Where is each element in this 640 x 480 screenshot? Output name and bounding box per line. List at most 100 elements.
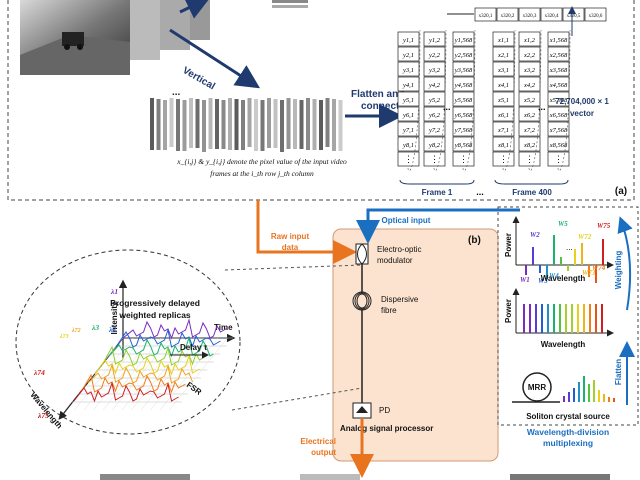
horizontal-strips bbox=[272, 0, 308, 8]
weighted-spectrum: W1W2W3W4W5W72W73W74W75... bbox=[512, 216, 614, 285]
frame-wheel-2 bbox=[77, 44, 83, 50]
matrix-cell-text: x7,2 bbox=[523, 127, 536, 134]
lambda-label: λ74 bbox=[33, 368, 45, 377]
vector-size: 72,704,000 × 1 bbox=[555, 97, 609, 106]
matrix-cell bbox=[492, 31, 515, 47]
caption-line-2: frames at the i_th row j_th column bbox=[210, 169, 314, 178]
column-connector bbox=[557, 29, 571, 171]
matrix-cell-text: x8,568 bbox=[549, 142, 568, 149]
fibre-label-1: Dispersive bbox=[381, 295, 419, 304]
caption-line-1: x_{i,j} & y_{i,j} denote the pixel value… bbox=[176, 157, 347, 166]
pd-diode bbox=[356, 406, 368, 413]
matrix-cell bbox=[492, 46, 515, 62]
lambda-label-small: λ73 bbox=[59, 334, 69, 340]
panel-b: (b) Raw input data Optical input Electro… bbox=[224, 200, 520, 478]
replica-trace bbox=[122, 318, 228, 340]
column-connector bbox=[462, 29, 476, 171]
frame-road bbox=[20, 35, 130, 75]
column-connector bbox=[433, 29, 447, 171]
modulator-arms bbox=[357, 243, 367, 265]
vertical-strip bbox=[247, 98, 252, 147]
coil-ring-2 bbox=[354, 292, 370, 310]
column-ellipsis-2: ... bbox=[538, 102, 546, 112]
vertical-strip bbox=[202, 100, 206, 152]
matrix-cell-text: y5,1 bbox=[402, 97, 414, 104]
top-row-cell-text: x320,2 bbox=[501, 14, 515, 19]
matrix-cell bbox=[397, 106, 420, 122]
matrix-cell bbox=[492, 121, 515, 137]
power-label-1: Power bbox=[504, 233, 513, 257]
top-row-cell-text: x320,6 bbox=[589, 14, 603, 19]
flatten-label: Flatten bbox=[614, 359, 623, 385]
top-row-cell bbox=[584, 7, 607, 22]
matrix-cell bbox=[492, 136, 515, 152]
plane-col-line bbox=[93, 337, 152, 411]
replica-traces bbox=[73, 318, 228, 403]
matrix-cell-text: x3,2 bbox=[523, 67, 536, 74]
matrix-cell-text: y8,2 bbox=[428, 142, 441, 149]
matrix-cell-text: x3,1 bbox=[497, 67, 509, 74]
matrix-cell-text: y1,1 bbox=[402, 37, 414, 44]
vertical-strip bbox=[163, 100, 167, 150]
matrix-cell-text: y8,568 bbox=[454, 142, 473, 149]
modulator-label-2: modulator bbox=[377, 256, 413, 265]
matrix-cell-text: y4,568 bbox=[454, 82, 473, 89]
lambda-label: λ75 bbox=[37, 411, 49, 420]
matrix-cell-dots bbox=[547, 151, 570, 167]
panel-b-tag: (b) bbox=[468, 235, 481, 246]
weight-label: W2 bbox=[530, 231, 540, 239]
matrix-cell bbox=[423, 121, 446, 137]
matrix-columns: y1,1y2,1y3,1y4,1y5,1y6,1y7,1y8,1⋮y1,2y2,… bbox=[397, 6, 576, 197]
replica-trace bbox=[108, 336, 214, 358]
matrix-cell bbox=[492, 76, 515, 92]
matrix-cell-text: x4,2 bbox=[523, 82, 536, 89]
matrix-cell-text: y7,1 bbox=[402, 127, 414, 134]
matrix-cell bbox=[423, 61, 446, 77]
matrix-cell-text: y1,568 bbox=[454, 37, 473, 44]
matrix-cell-text: x8,1 bbox=[497, 142, 509, 149]
strip-ellipsis: ... bbox=[172, 87, 181, 98]
matrix-cell-text: x5,568 bbox=[549, 97, 568, 104]
replicas-title-2: weighted replicas bbox=[118, 310, 191, 320]
matrix-cell-text: y3,1 bbox=[402, 67, 414, 74]
matrix-cell-text: y6,1 bbox=[402, 112, 414, 119]
weight-label: W73 bbox=[582, 269, 596, 277]
optical-input-label: Optical input bbox=[382, 216, 431, 225]
panel-a-tag: (a) bbox=[615, 186, 627, 197]
lambda-label-small: λ72 bbox=[71, 328, 81, 334]
vertical-strip bbox=[189, 98, 193, 148]
matrix-cell bbox=[397, 46, 420, 62]
top-row-cell-text: x320,1 bbox=[479, 14, 493, 19]
matrix-vdots: ⋮ bbox=[404, 154, 413, 164]
matrix-cell bbox=[452, 76, 475, 92]
arrow-vertical-split bbox=[169, 28, 261, 89]
matrix-cell-text: x8,2 bbox=[523, 142, 536, 149]
matrix-cell-dots bbox=[452, 151, 475, 167]
label-connect: connect bbox=[361, 101, 400, 112]
column-ellipsis-1: ... bbox=[443, 102, 451, 112]
matrix-cell-text: x3,568 bbox=[549, 67, 568, 74]
matrix-cell bbox=[452, 31, 475, 47]
plane-col-line bbox=[64, 337, 124, 411]
vertical-strip bbox=[254, 99, 258, 151]
vertical-strip bbox=[312, 99, 317, 150]
matrix-cell-text: x2,1 bbox=[497, 52, 509, 59]
mrr-label: MRR bbox=[528, 383, 546, 392]
matrix-cell-text: x1,2 bbox=[523, 37, 536, 44]
soliton-spectrum bbox=[563, 376, 615, 402]
matrix-cell-text: y5,2 bbox=[428, 97, 441, 104]
vertical-strip bbox=[293, 99, 297, 149]
vertical-strip bbox=[221, 100, 226, 149]
matrix-cell bbox=[397, 121, 420, 137]
matrix-cell-dots bbox=[423, 151, 446, 167]
plane-col-line bbox=[150, 337, 209, 411]
vertical-strip bbox=[286, 98, 291, 149]
soliton-source: MRR bbox=[512, 372, 615, 403]
weight-label: W75 bbox=[597, 222, 611, 230]
weight-label: W74 bbox=[592, 264, 606, 272]
matrix-cell-text: y4,1 bbox=[402, 82, 414, 89]
matrix-cell-text: y5,568 bbox=[454, 97, 473, 104]
matrix-cell bbox=[518, 121, 541, 137]
